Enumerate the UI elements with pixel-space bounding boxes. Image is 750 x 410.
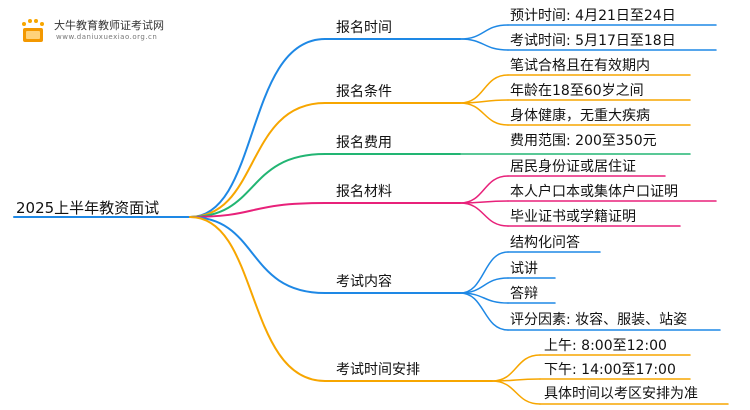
leaf-label: 身体健康，无重大疾病 (510, 108, 650, 124)
branch-label: 报名时间 (336, 20, 392, 36)
leaf-label: 下午: 14:00至17:00 (544, 362, 676, 378)
branch-connector (189, 153, 326, 218)
leaf-label: 本人户口本或集体户口证明 (510, 184, 678, 200)
leaf-label: 具体时间以考区安排为准 (544, 386, 698, 402)
leaf-label: 预计时间: 4月21日至24日 (510, 8, 676, 24)
branch-connector (189, 38, 326, 218)
branch-label: 报名条件 (336, 84, 392, 100)
watermark-url: www.daniuxuexiao.org.cn (56, 33, 158, 41)
watermark-logo: 大牛教育教师证考试网 www.daniuxuexiao.org.cn (14, 14, 204, 48)
leaf-connector (459, 24, 509, 40)
leaf-label: 费用范围: 200至350元 (510, 133, 657, 149)
leaf-connector (459, 102, 509, 126)
branch-label: 考试时间安排 (336, 362, 420, 378)
leaf-label: 毕业证书或学籍证明 (510, 209, 636, 225)
leaf-connector (459, 251, 509, 294)
branch-label: 考试内容 (336, 274, 392, 290)
leaf-connector (459, 277, 509, 294)
leaf-label: 评分因素: 妆容、服装、站姿 (510, 312, 688, 328)
leaf-connector (459, 202, 509, 227)
watermark-title: 大牛教育教师证考试网 (54, 19, 164, 32)
branch-label: 报名费用 (336, 135, 392, 151)
branch-connector (189, 102, 326, 218)
branch-connector (189, 216, 326, 294)
leaf-connector (459, 292, 509, 331)
leaf-connector (491, 354, 541, 382)
leaf-label: 结构化问答 (510, 235, 580, 251)
book-logo-icon (22, 19, 44, 42)
leaf-label: 居民身份证或居住证 (510, 159, 636, 175)
branch-connector (189, 216, 326, 382)
leaf-label: 试讲 (510, 261, 538, 277)
leaf-connector (459, 175, 509, 204)
branch-label: 报名材料 (336, 184, 392, 200)
root-node: 2025上半年教资面试 (16, 199, 160, 217)
leaf-label: 上午: 8:00至12:00 (544, 338, 667, 354)
leaf-label: 考试时间: 5月17日至18日 (510, 33, 676, 49)
leaf-label: 年龄在18至60岁之间 (510, 83, 644, 99)
leaf-connector (491, 380, 541, 405)
branch-connector (189, 202, 326, 218)
leaf-label: 答辩 (510, 286, 538, 302)
leaf-label: 笔试合格且在有效期内 (510, 58, 650, 74)
leaf-connector (459, 74, 509, 104)
leaf-connector (459, 38, 509, 51)
